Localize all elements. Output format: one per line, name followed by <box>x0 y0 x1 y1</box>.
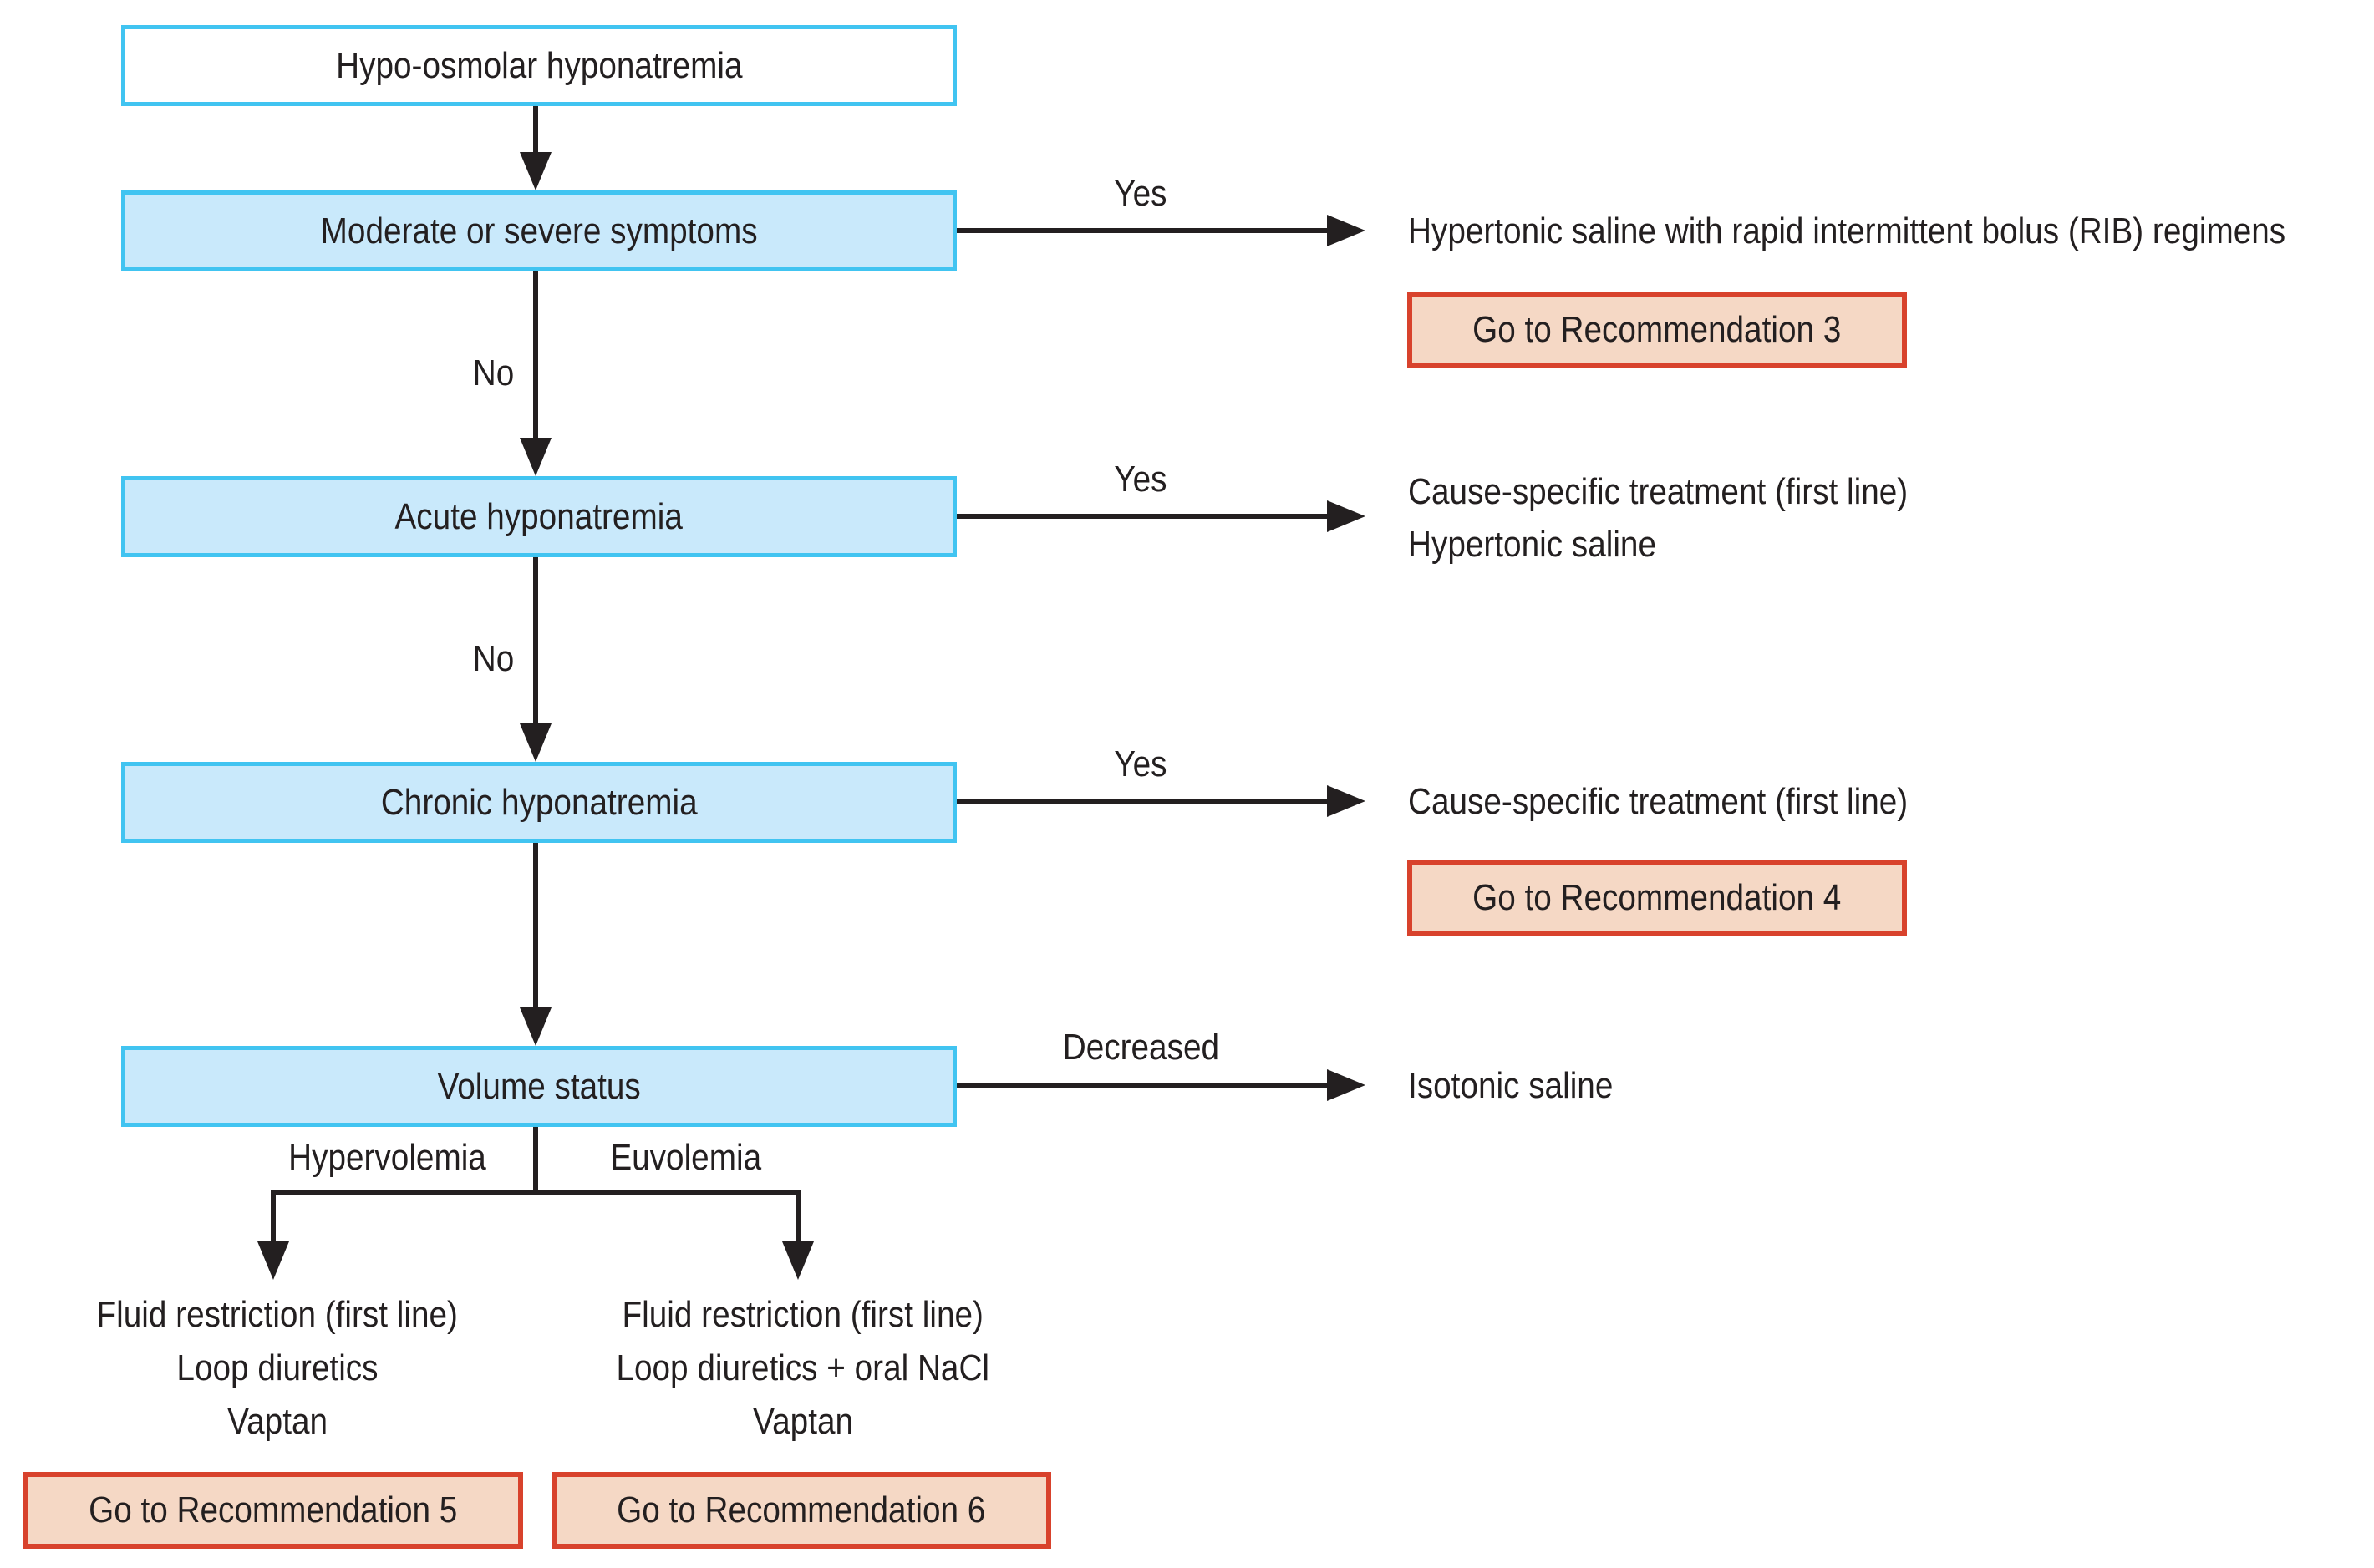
connector-symptoms-to-acute <box>533 271 538 439</box>
edge-label-hypervolemia: Hypervolemia <box>287 1137 486 1178</box>
arrowhead-down-hypervolemia <box>257 1241 289 1280</box>
connector-acute-yes <box>957 514 1327 519</box>
split-left-arm <box>271 1190 276 1243</box>
recommendation-5-button[interactable]: Go to Recommendation 5 <box>23 1472 523 1549</box>
split-horizontal-line <box>271 1190 801 1195</box>
arrowhead-down-root-to-symptoms <box>520 152 552 190</box>
arrowhead-down-euvolemia <box>782 1241 814 1280</box>
arrowhead-right-chronic-yes <box>1327 785 1365 817</box>
node-moderate-or-severe-symptoms: Moderate or severe symptoms <box>121 190 957 271</box>
edge-label-yes-symptoms: Yes <box>1114 173 1167 214</box>
node-label: Moderate or severe symptoms <box>320 210 758 251</box>
edge-label-decreased: Decreased <box>1062 1027 1219 1068</box>
connector-acute-to-chronic <box>533 557 538 725</box>
arrowhead-right-symptoms-yes <box>1327 215 1365 246</box>
outcome-hypertonic-saline-rib: Hypertonic saline with rapid intermitten… <box>1408 211 2286 251</box>
arrowhead-down-symptoms-to-acute <box>520 438 552 476</box>
outcome-acute-yes: Cause-specific treatment (first line) Hy… <box>1408 471 1909 565</box>
outcome-hypervolemia: Fluid restriction (first line) Loop diur… <box>96 1294 459 1442</box>
arrowhead-down-chronic-to-volume <box>520 1007 552 1046</box>
arrowhead-down-acute-to-chronic <box>520 723 552 762</box>
arrowhead-right-volume-decreased <box>1327 1069 1365 1101</box>
node-volume-status: Volume status <box>121 1046 957 1127</box>
outcome-chronic-yes: Cause-specific treatment (first line) <box>1408 781 1909 822</box>
node-chronic-hyponatremia: Chronic hyponatremia <box>121 762 957 843</box>
edge-label-yes-acute: Yes <box>1114 459 1167 500</box>
connector-root-to-symptoms <box>533 106 538 154</box>
connector-symptoms-yes <box>957 228 1327 233</box>
edge-label-no-symptoms: No <box>472 353 515 393</box>
arrowhead-right-acute-yes <box>1327 500 1365 532</box>
recommendation-6-button[interactable]: Go to Recommendation 6 <box>552 1472 1051 1549</box>
node-label: Hypo-osmolar hyponatremia <box>335 44 743 86</box>
connector-chronic-to-volume <box>533 843 538 1009</box>
recommendation-4-button[interactable]: Go to Recommendation 4 <box>1407 860 1907 936</box>
connector-chronic-yes <box>957 799 1327 804</box>
connector-volume-decreased <box>957 1083 1327 1088</box>
edge-label-no-acute: No <box>472 638 515 679</box>
connector-volume-to-split <box>533 1127 538 1192</box>
node-label: Acute hyponatremia <box>394 495 684 537</box>
node-label: Chronic hyponatremia <box>380 781 698 823</box>
edge-label-yes-chronic: Yes <box>1114 743 1167 784</box>
recommendation-3-button[interactable]: Go to Recommendation 3 <box>1407 292 1907 368</box>
edge-label-euvolemia: Euvolemia <box>610 1137 762 1178</box>
node-acute-hyponatremia: Acute hyponatremia <box>121 476 957 557</box>
node-hypo-osmolar-hyponatremia: Hypo-osmolar hyponatremia <box>121 25 957 106</box>
split-right-arm <box>796 1190 801 1243</box>
node-label: Volume status <box>437 1065 641 1107</box>
outcome-isotonic-saline: Isotonic saline <box>1408 1065 1614 1106</box>
outcome-euvolemia: Fluid restriction (first line) Loop diur… <box>616 1294 990 1442</box>
